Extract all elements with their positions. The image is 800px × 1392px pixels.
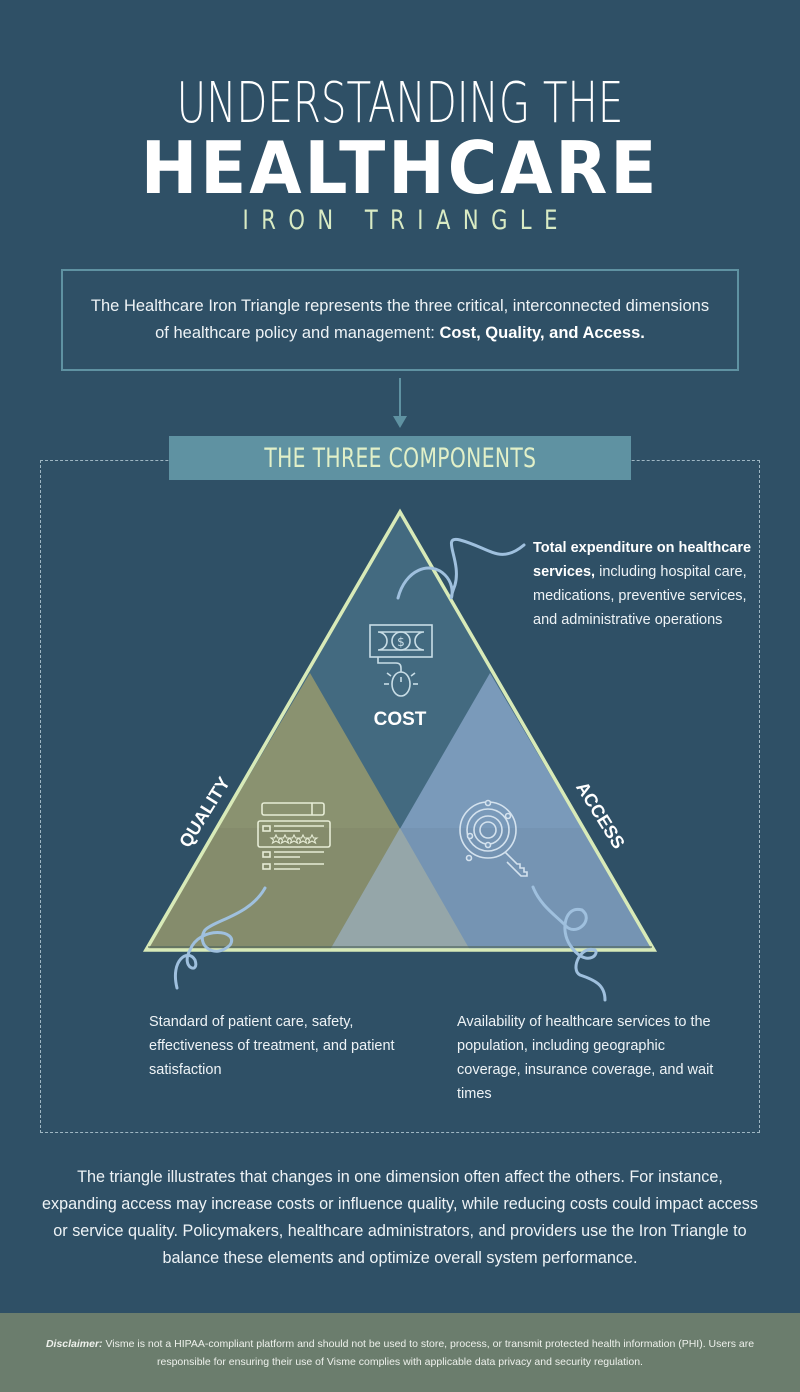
cost-description: Total expenditure on healthcare services… [533, 536, 753, 632]
summary-paragraph: The triangle illustrates that changes in… [42, 1168, 758, 1267]
svg-text:$: $ [397, 635, 405, 649]
intro-text: The Healthcare Iron Triangle represents … [83, 293, 717, 347]
disclaimer-body: Visme is not a HIPAA-compliant platform … [102, 1337, 755, 1368]
down-arrow-icon [393, 416, 407, 428]
access-swirl-icon [531, 885, 607, 1002]
intro-text-body: The Healthcare Iron Triangle represents … [90, 297, 710, 342]
quality-description: Standard of patient care, safety, effect… [149, 1014, 395, 1078]
overlap-region [330, 828, 470, 950]
intro-box: The Healthcare Iron Triangle represents … [61, 269, 739, 371]
cost-swirl-icon [396, 537, 526, 600]
cost-label: COST [373, 709, 427, 730]
title-line-1: UNDERSTANDING THE [176, 71, 624, 136]
disclaimer-label: Disclaimer: [45, 1337, 103, 1350]
cost-description-bold: Total expenditure on healthcare services… [533, 540, 752, 580]
disclaimer-footer: Disclaimer: Visme is not a HIPAA-complia… [0, 1313, 800, 1392]
key-search-target-icon [459, 799, 528, 877]
section-banner: THE THREE COMPONENTS [169, 436, 631, 480]
intro-emphasis: Cost, Quality, and Access. [439, 324, 645, 342]
triangle-outline [142, 508, 658, 952]
section-title: THE THREE COMPONENTS [263, 442, 537, 474]
down-arrow-line [399, 378, 401, 418]
access-description: Availability of healthcare services to t… [457, 1014, 714, 1102]
money-bill-mouse-icon: $ [369, 624, 433, 697]
quality-swirl-icon [174, 886, 267, 990]
disclaimer-text: Disclaimer: Visme is not a HIPAA-complia… [40, 1335, 760, 1371]
cost-description-body: including hospital care, medications, pr… [533, 564, 747, 628]
title-line-2: HEALTHCARE [140, 126, 660, 210]
title-line-3: IRON TRIANGLE [242, 205, 570, 236]
rating-review-form-icon [257, 802, 331, 870]
